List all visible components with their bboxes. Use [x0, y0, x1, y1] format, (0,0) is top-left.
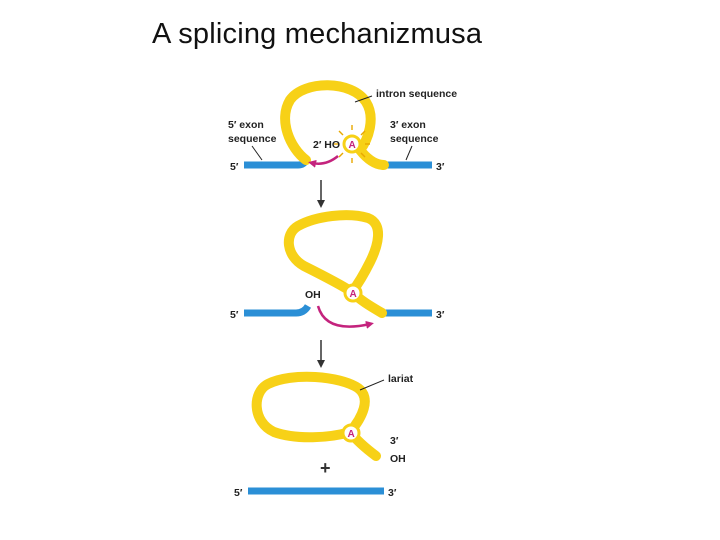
step2-three-end: 3′: [436, 309, 445, 321]
step2-adenosine-circle: [343, 283, 363, 303]
step1-adenosine-label: A: [349, 140, 356, 151]
step1-intron-leader: [354, 95, 373, 103]
step3-plus-sign: +: [320, 458, 331, 478]
step3-lariat-oh: OH: [390, 453, 406, 465]
step-2: A OH 5′ 3′: [230, 210, 445, 329]
step1-five-exon-leader: [251, 145, 263, 161]
step2-hydroxyl-label: OH: [305, 289, 321, 301]
step3-lariat-loop: [251, 371, 381, 461]
step1-three-end: 3′: [436, 161, 445, 173]
step-1: A intron sequence 5′ exon sequence 3′ ex…: [228, 80, 457, 173]
step3-adenosine-label: A: [348, 429, 355, 440]
step-3: A lariat 3′ OH + 5′ 3′: [234, 371, 414, 499]
step2-intron-loop: [284, 210, 387, 318]
step1-five-exon-label-2: sequence: [228, 133, 277, 145]
step1-five-exon-bar: [244, 158, 310, 169]
step2-join-arrow: [316, 305, 374, 329]
step3-lariat-three: 3′: [390, 435, 399, 447]
step1-attack-arrow: [308, 155, 339, 168]
step3-three-end: 3′: [388, 487, 397, 499]
step1-five-exon-label-1: 5′ exon: [228, 119, 264, 131]
step3-lariat-label: lariat: [388, 373, 414, 385]
step1-three-exon-leader: [405, 145, 413, 161]
step3-lariat-leader: [359, 379, 385, 391]
step1-adenosine-circle: [342, 134, 362, 154]
step1-three-exon-label-2: sequence: [390, 133, 439, 145]
step1-three-exon-label-1: 3′ exon: [390, 119, 426, 131]
step2-adenosine-label: A: [350, 289, 357, 300]
slide-title: A splicing mechanizmusa: [152, 18, 483, 50]
step1-intron-label: intron sequence: [376, 88, 457, 100]
step3-five-end: 5′: [234, 487, 243, 499]
step1-five-end: 5′: [230, 161, 239, 173]
step1-reaction-burst: [334, 125, 370, 163]
step2-five-end: 5′: [230, 309, 239, 321]
step2-five-exon-bar: [244, 304, 312, 317]
step3-adenosine-circle: [341, 423, 361, 443]
step1-hydroxyl-label: 2′ HO: [313, 139, 340, 151]
